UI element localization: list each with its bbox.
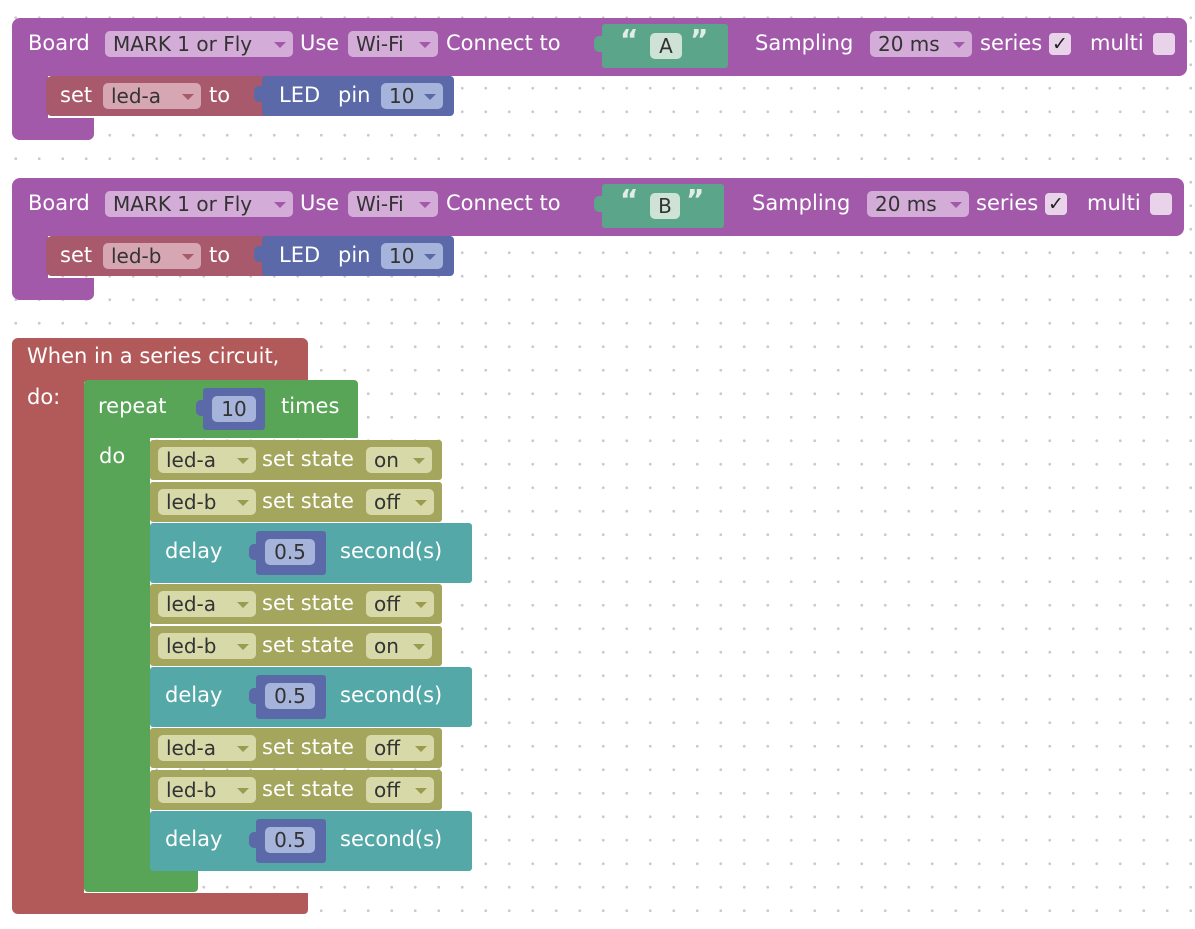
led-variable-dropdown[interactable]: led-a — [158, 735, 256, 761]
event-block-spine — [12, 380, 84, 900]
board-label: Board — [28, 31, 90, 55]
set-state-label: set state — [262, 777, 354, 801]
led-label: LED — [279, 243, 321, 267]
delay-seconds-field[interactable]: 0.5 — [265, 539, 315, 565]
multi-label: multi — [1090, 31, 1144, 55]
close-quote-icon: ” — [686, 183, 705, 216]
led-variable-dropdown[interactable]: led-a — [158, 591, 256, 617]
board-block-b-foot — [12, 278, 94, 300]
delay-seconds-field[interactable]: 0.5 — [265, 827, 315, 853]
variable-dropdown[interactable]: led-a — [103, 83, 201, 109]
device-id-field[interactable]: A — [650, 33, 682, 59]
state-dropdown[interactable]: on — [366, 447, 432, 473]
series-circuit-event-block[interactable] — [12, 338, 308, 382]
puzzle-tab — [249, 544, 258, 560]
open-quote-icon: “ — [620, 183, 639, 216]
seconds-unit-label: second(s) — [340, 539, 443, 563]
board-label: Board — [28, 191, 90, 215]
set-label: set — [60, 83, 93, 107]
times-label: times — [281, 394, 340, 418]
to-label: to — [209, 243, 231, 267]
delay-label: delay — [165, 683, 223, 707]
delay-seconds-field[interactable]: 0.5 — [265, 683, 315, 709]
variable-dropdown[interactable]: led-b — [103, 243, 201, 269]
multi-label: multi — [1087, 191, 1141, 215]
sampling-label: Sampling — [755, 31, 854, 55]
repeat-block-spine — [84, 436, 150, 886]
series-checkbox[interactable]: ✓ — [1045, 193, 1067, 215]
repeat-do-label: do — [99, 444, 126, 468]
set-state-label: set state — [262, 489, 354, 513]
device-id-field[interactable]: B — [650, 193, 680, 219]
puzzle-tab — [594, 196, 604, 212]
connect-to-label: Connect to — [446, 31, 561, 55]
pin-label: pin — [338, 243, 371, 267]
board-type-dropdown[interactable]: MARK 1 or Fly — [105, 191, 293, 217]
repeat-label: repeat — [98, 394, 167, 418]
to-label: to — [209, 83, 231, 107]
set-state-label: set state — [262, 633, 354, 657]
use-label: Use — [300, 31, 340, 55]
state-dropdown[interactable]: off — [366, 735, 434, 761]
puzzle-tab — [594, 36, 604, 52]
puzzle-tab — [254, 86, 264, 102]
series-checkbox[interactable]: ✓ — [1049, 33, 1071, 55]
multi-checkbox[interactable] — [1150, 193, 1172, 215]
set-state-label: set state — [262, 591, 354, 615]
led-variable-dropdown[interactable]: led-a — [158, 447, 256, 473]
puzzle-tab — [254, 246, 264, 262]
state-dropdown[interactable]: off — [366, 591, 434, 617]
led-label: LED — [279, 83, 321, 107]
event-block-foot — [12, 893, 308, 914]
pin-label: pin — [338, 83, 371, 107]
puzzle-tab — [249, 688, 258, 704]
pin-dropdown[interactable]: 10 — [381, 243, 443, 269]
pin-dropdown[interactable]: 10 — [381, 83, 443, 109]
series-label: series — [980, 31, 1043, 55]
series-label: series — [976, 191, 1039, 215]
sampling-dropdown[interactable]: 20 ms — [870, 31, 972, 57]
state-dropdown[interactable]: on — [366, 633, 432, 659]
set-state-label: set state — [262, 735, 354, 759]
state-dropdown[interactable]: off — [366, 489, 434, 515]
delay-label: delay — [165, 827, 223, 851]
state-dropdown[interactable]: off — [366, 777, 434, 803]
seconds-unit-label: second(s) — [340, 683, 443, 707]
multi-checkbox[interactable] — [1153, 33, 1175, 55]
led-variable-dropdown[interactable]: led-b — [158, 777, 256, 803]
repeat-count-field[interactable]: 10 — [212, 396, 256, 422]
led-variable-dropdown[interactable]: led-b — [158, 633, 256, 659]
open-quote-icon: “ — [620, 23, 639, 56]
sampling-dropdown[interactable]: 20 ms — [867, 191, 969, 217]
puzzle-tab — [249, 832, 258, 848]
puzzle-tab — [196, 400, 205, 416]
close-quote-icon: ” — [690, 23, 709, 56]
set-label: set — [60, 243, 93, 267]
connect-to-label: Connect to — [446, 191, 561, 215]
event-do-label: do: — [27, 385, 61, 409]
delay-label: delay — [165, 539, 223, 563]
seconds-unit-label: second(s) — [340, 827, 443, 851]
use-label: Use — [300, 191, 340, 215]
connection-type-dropdown[interactable]: Wi-Fi — [348, 191, 438, 217]
connection-type-dropdown[interactable]: Wi-Fi — [348, 31, 438, 57]
sampling-label: Sampling — [752, 191, 851, 215]
event-title: When in a series circuit, — [27, 344, 280, 368]
repeat-block-foot — [84, 868, 198, 892]
set-state-label: set state — [262, 447, 354, 471]
board-block-a-foot — [12, 118, 94, 140]
led-variable-dropdown[interactable]: led-b — [158, 489, 256, 515]
board-type-dropdown[interactable]: MARK 1 or Fly — [105, 31, 293, 57]
